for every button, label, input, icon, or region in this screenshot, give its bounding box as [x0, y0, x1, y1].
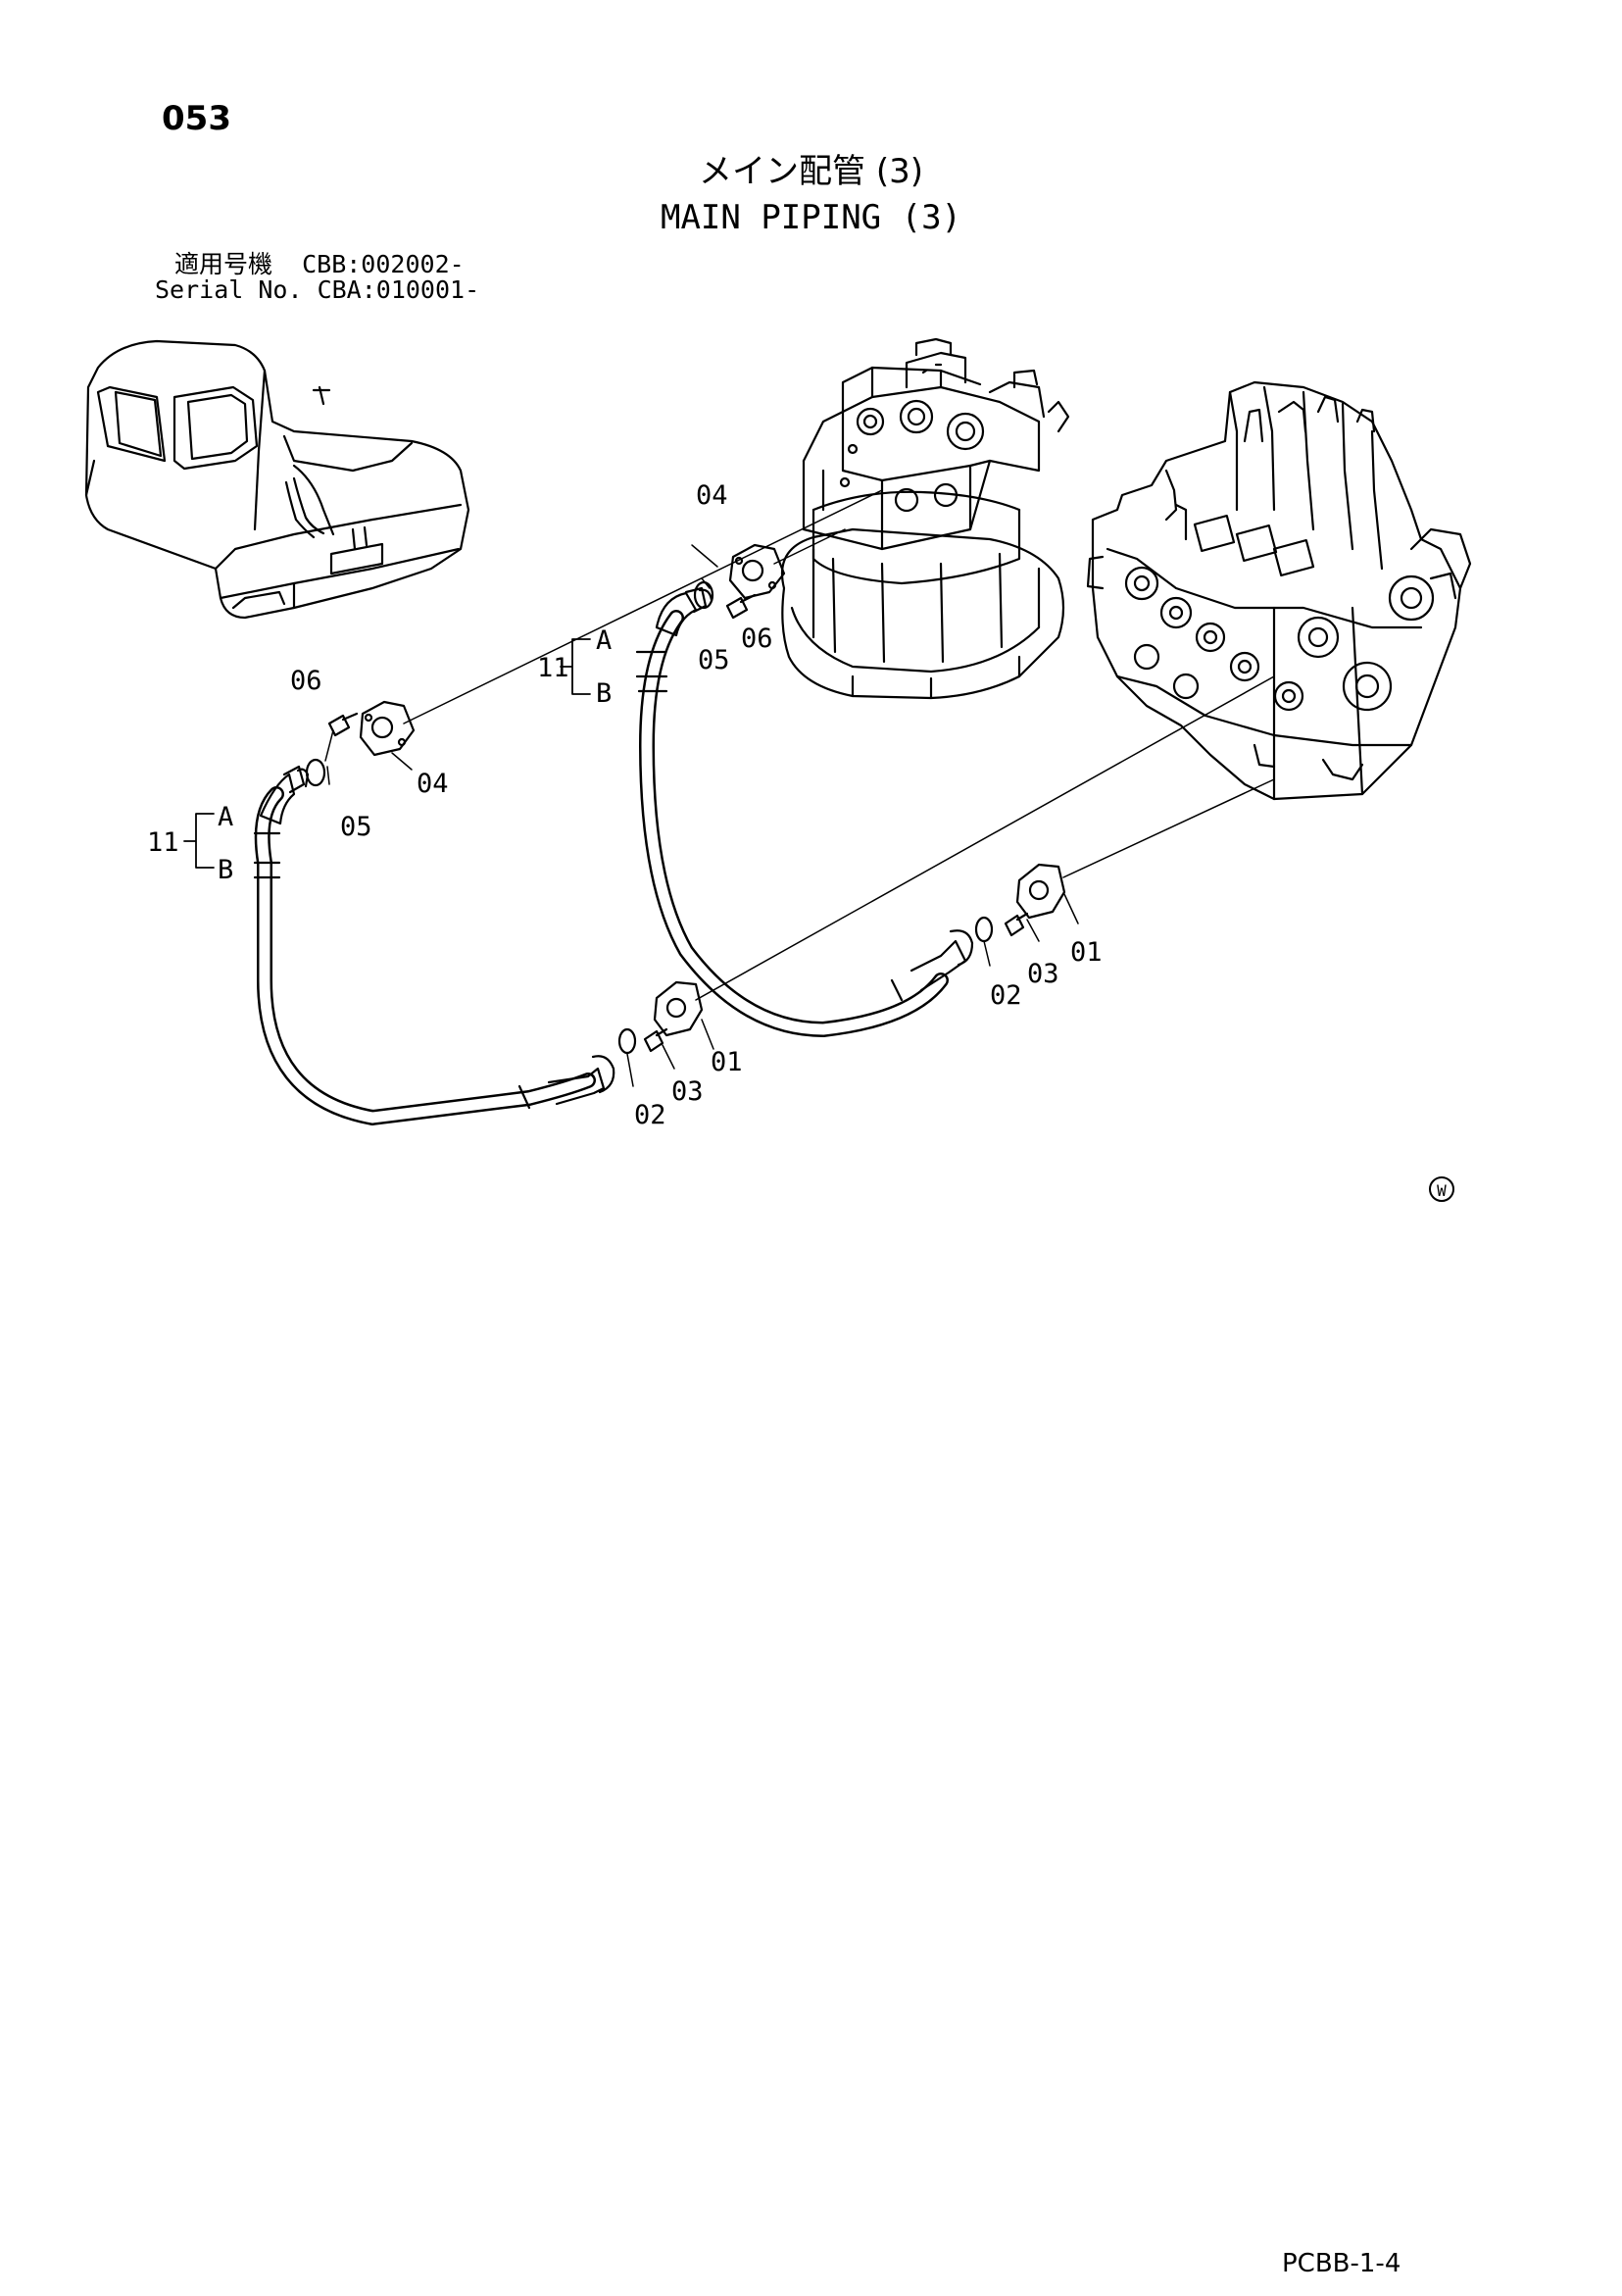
control-valve-illustration [1086, 380, 1472, 801]
title-english: MAIN PIPING (3) [660, 198, 962, 237]
callout-03-left: 03 [671, 1076, 704, 1107]
serial-range-japanese: 適用号機 CBB:002002- [174, 250, 465, 278]
hose-brackets [183, 638, 591, 869]
excavator-locator-icon [84, 339, 470, 620]
callout-04-left: 04 [417, 769, 449, 799]
title-japanese: メイン配管 (3) [699, 152, 923, 191]
callout-11-middle: 11 [537, 653, 569, 683]
callout-02-right: 02 [990, 980, 1022, 1011]
assembly-lines [324, 489, 1275, 1087]
callout-02-left: 02 [634, 1100, 666, 1130]
swing-motor-illustration [780, 337, 1070, 700]
callout-01-right: 01 [1070, 937, 1103, 968]
callout-labels: 04 05 06 06 04 05 11 A B 11 A B 01 03 02… [147, 480, 1103, 1130]
callout-06-upper: 06 [741, 624, 773, 654]
callout-01-left: 01 [711, 1047, 743, 1077]
serial-range-english: Serial No. CBA:010001- [155, 275, 480, 304]
callout-11-left: 11 [147, 827, 179, 858]
callout-06-left: 06 [290, 666, 322, 696]
callout-05-left: 05 [340, 812, 372, 842]
callout-05-upper: 05 [698, 645, 730, 675]
svg-text:W: W [1437, 1181, 1447, 1200]
callout-03-right: 03 [1027, 959, 1059, 989]
hose-assembly-left [253, 765, 615, 1125]
page-number: 053 [162, 99, 231, 138]
w-mark-icon: W [1429, 1176, 1454, 1202]
page-code: PCBB-1-4 [1282, 2249, 1401, 2278]
hose-end-a-middle: A [596, 625, 612, 656]
hose-end-b-middle: B [596, 678, 612, 709]
hose-assembly-middle [635, 586, 974, 1037]
fittings [305, 543, 1066, 1055]
hose-end-a-left: A [218, 802, 233, 832]
hose-end-b-left: B [218, 855, 233, 885]
callout-04-upper: 04 [696, 480, 728, 511]
